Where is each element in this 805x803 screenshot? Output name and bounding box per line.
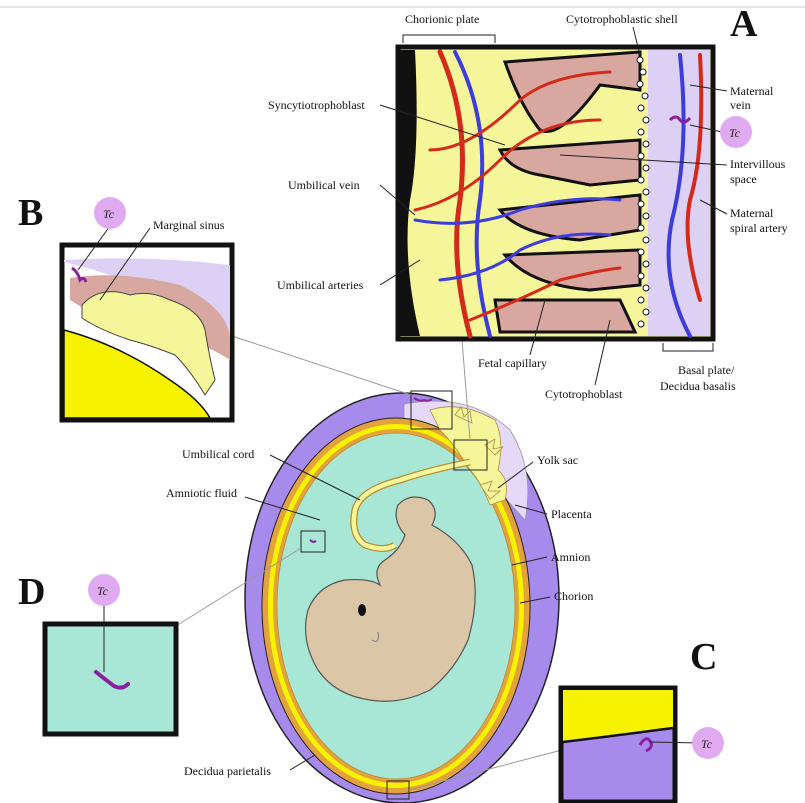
gestational-sac (245, 391, 559, 803)
label-fetal-capillary: Fetal capillary (478, 356, 547, 370)
label-amnion: Amnion (551, 550, 590, 564)
label-marginal-sinus: Marginal sinus (153, 218, 225, 232)
tc-label-a: Tc (729, 126, 741, 140)
panel-a-letter: A (730, 3, 758, 45)
label-umbilical-arteries: Umbilical arteries (277, 278, 364, 292)
label-maternal-vein-2: vein (730, 98, 751, 112)
label-umbilical-vein: Umbilical vein (288, 178, 360, 192)
label-decidua-parietalis: Decidua parietalis (184, 764, 271, 778)
label-syncytiotrophoblast: Syncytiotrophoblast (268, 98, 365, 112)
fetus-eye (358, 604, 366, 616)
tc-label-c: Tc (701, 737, 713, 751)
label-chorionic-plate: Chorionic plate (405, 12, 479, 26)
tc-label-d: Tc (97, 584, 109, 598)
panel-b-letter: B (18, 192, 43, 234)
label-maternal-vein-1: Maternal (730, 84, 774, 98)
panel-d-frame (45, 624, 176, 734)
label-placenta: Placenta (551, 507, 592, 521)
label-basal-plate-1: Basal plate/ (678, 363, 735, 377)
panel-b: B Marginal sinus Tc (18, 192, 232, 420)
panel-c-letter: C (690, 636, 717, 678)
label-cytotrophoblastic-shell: Cytotrophoblastic shell (566, 12, 678, 26)
label-amniotic-fluid: Amniotic fluid (166, 486, 237, 500)
panel-a: A (268, 3, 788, 401)
label-maternal-spiral-2: spiral artery (730, 221, 788, 235)
label-umbilical-cord: Umbilical cord (182, 447, 254, 461)
panel-d: D Tc (18, 571, 176, 734)
tc-label-b: Tc (103, 207, 115, 221)
label-maternal-spiral-1: Maternal (730, 206, 774, 220)
label-basal-plate-2: Decidua basalis (660, 379, 736, 393)
label-intervillous-1: Intervillous (730, 157, 786, 171)
panel-c: C Tc (561, 636, 724, 802)
label-chorion: Chorion (554, 589, 593, 603)
label-yolk-sac: Yolk sac (537, 453, 578, 467)
label-cytotrophoblast: Cytotrophoblast (545, 387, 623, 401)
label-intervillous-2: space (730, 172, 757, 186)
panel-d-letter: D (18, 571, 45, 613)
